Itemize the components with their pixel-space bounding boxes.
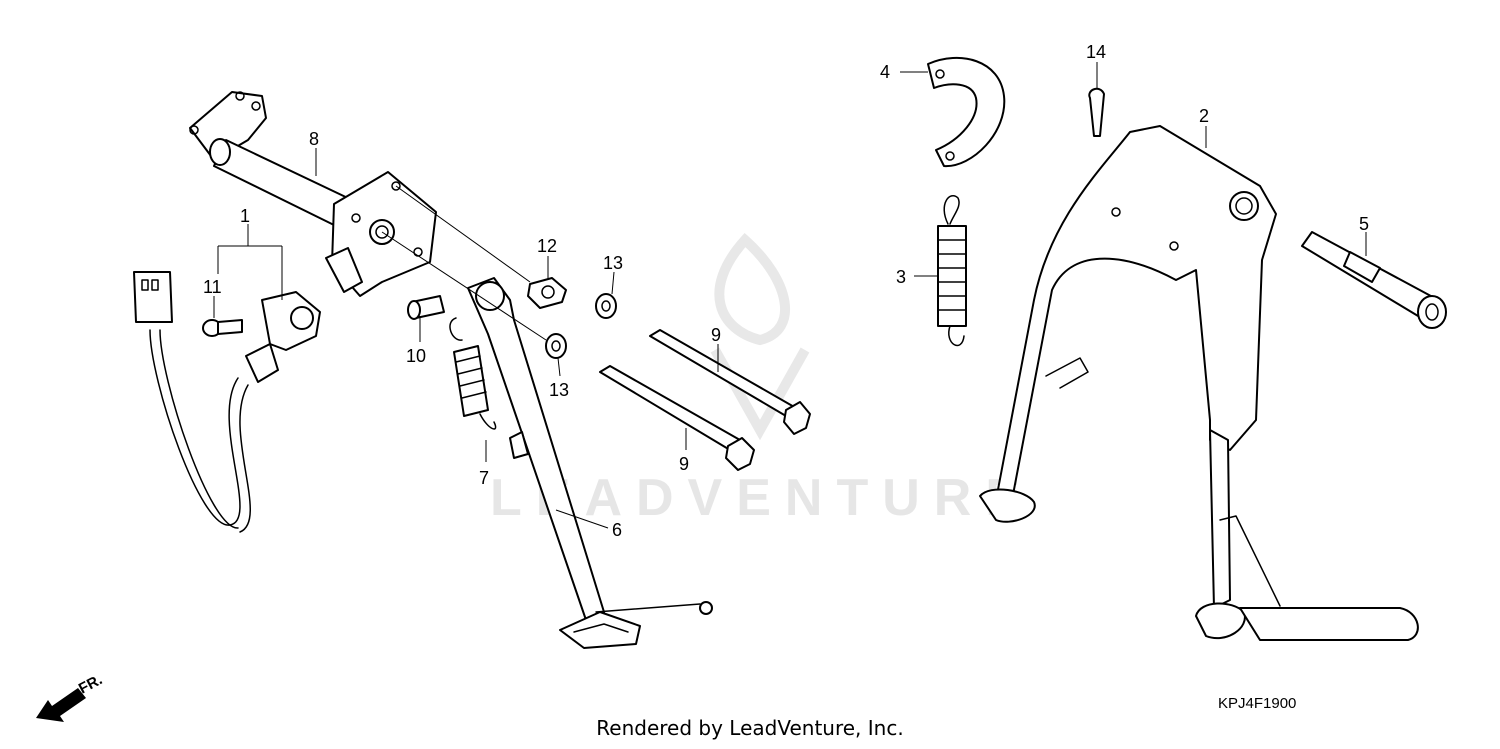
spring-pin — [407, 295, 445, 320]
callout-labels: 1 2 3 4 5 6 7 8 9 9 10 11 12 13 13 14 — [203, 42, 1369, 540]
side-stand-spring — [449, 317, 497, 430]
callout-3: 3 — [896, 267, 906, 287]
callout-9-upper: 9 — [711, 325, 721, 345]
cotter-pin — [1088, 87, 1105, 137]
callout-9-lower: 9 — [679, 454, 689, 474]
front-direction-icon: FR. — [36, 671, 105, 722]
pivot-shaft-assembly — [189, 91, 437, 297]
callout-14: 14 — [1086, 42, 1106, 62]
callout-2: 2 — [1199, 106, 1209, 126]
pivot-bolt-lower — [599, 365, 755, 471]
callout-8: 8 — [309, 129, 319, 149]
rendered-by-caption: Rendered by LeadVenture, Inc. — [596, 716, 904, 740]
diagram-code: KPJ4F1900 — [1218, 695, 1297, 712]
washer-lower — [545, 333, 567, 359]
callout-13-lower: 13 — [549, 380, 569, 400]
callout-4: 4 — [880, 62, 890, 82]
main-stand-spring — [937, 195, 967, 347]
callout-10: 10 — [406, 346, 426, 366]
callout-7: 7 — [479, 468, 489, 488]
pivot-bolt-upper — [649, 329, 811, 435]
callout-6: 6 — [612, 520, 622, 540]
leader-lines — [213, 62, 1367, 529]
callout-13-upper: 13 — [603, 253, 623, 273]
callout-5: 5 — [1359, 214, 1369, 234]
callout-12: 12 — [537, 236, 557, 256]
callout-11: 11 — [203, 277, 222, 297]
stopper-plate — [927, 56, 1006, 168]
side-stand — [467, 277, 713, 649]
main-stand — [979, 125, 1419, 641]
main-stand-shaft — [1301, 231, 1447, 329]
switch-bolt — [202, 319, 243, 337]
side-stand-switch — [133, 271, 321, 533]
washer-upper — [595, 293, 617, 319]
callout-1: 1 — [240, 206, 250, 226]
pivot-nut — [527, 277, 567, 309]
